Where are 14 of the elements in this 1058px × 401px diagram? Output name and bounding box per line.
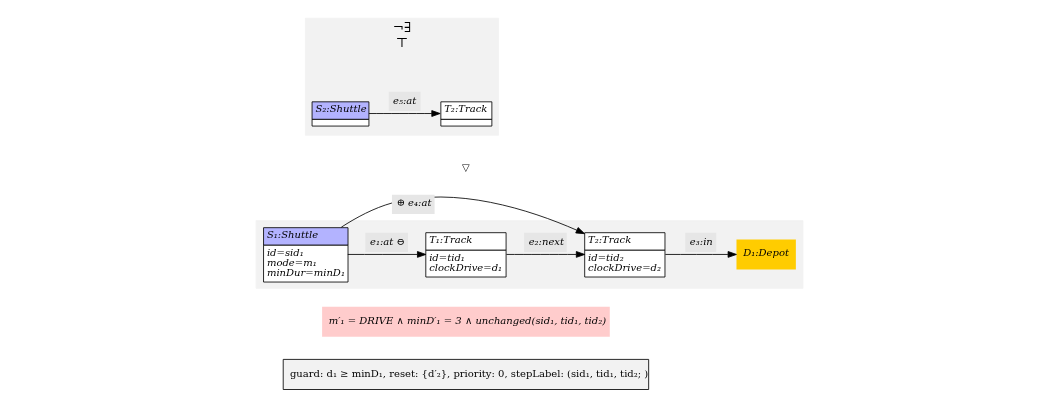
edge-label: ⊕ e₄:at — [396, 197, 431, 209]
cluster — [255, 220, 803, 289]
node-box: D₁:Depot — [736, 239, 796, 270]
edge-label: e₂:next — [528, 235, 564, 247]
edge-label: e₃:in — [689, 235, 713, 247]
arrow — [664, 251, 737, 258]
node-box: guard: d₁ ≥ minD₁, reset: {d′₂}, priority: 0, stepLabel: (sid₁, tid₁, tid₂; ) — [282, 358, 649, 390]
label: ▽ — [461, 162, 470, 174]
edge-label: e₁:at ⊖ — [369, 235, 405, 247]
arrow — [368, 110, 441, 117]
arrow — [505, 251, 585, 258]
node-box: m′₁ = DRIVE ∧ minD′₁ = 3 ∧ unchanged(sid₁, tid₁, tid₂) — [321, 306, 610, 337]
arrow — [346, 251, 426, 258]
edge-label: e₅:at — [392, 94, 416, 106]
